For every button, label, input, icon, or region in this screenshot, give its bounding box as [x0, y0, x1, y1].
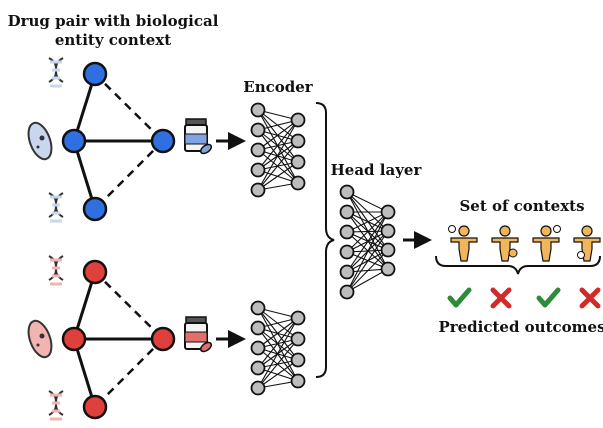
dna-icon [48, 390, 64, 421]
nn-node [250, 380, 266, 396]
nn-edge [346, 211, 389, 273]
cell-icon [27, 121, 53, 161]
graph-node [61, 128, 87, 154]
nn-node [290, 310, 306, 326]
bottom-drug-graph [27, 255, 176, 421]
person-icon [532, 225, 561, 262]
encoder-network-bottom [250, 300, 306, 396]
nn-node [290, 352, 306, 368]
context-persons [448, 225, 601, 262]
nn-edge [257, 317, 299, 349]
nn-edge [346, 268, 389, 293]
nn-node [339, 264, 355, 280]
dashed-edge [94, 271, 164, 340]
nn-edge [257, 359, 299, 389]
graph-node [150, 326, 176, 352]
cell-icon [27, 319, 53, 359]
nn-node [290, 373, 306, 389]
nn-edge [346, 211, 389, 233]
nn-node [290, 331, 306, 347]
title-line-1: Drug pair with biological [8, 12, 219, 30]
dna-icon [48, 192, 64, 223]
nn-edge [257, 161, 299, 191]
nn-node [250, 102, 266, 118]
graph-node [82, 394, 108, 420]
nn-edge [257, 119, 299, 151]
nn-node [380, 242, 396, 258]
nn-node [380, 223, 396, 239]
outcomes-label: Predicted outcomes [438, 318, 603, 336]
nn-node [250, 320, 266, 336]
graph-node [82, 259, 108, 285]
nn-edge [257, 338, 299, 389]
head-layer-label: Head layer [331, 161, 423, 179]
encoder-network-top [250, 102, 306, 198]
check-icon [536, 287, 561, 308]
nn-node [339, 184, 355, 200]
nn-node [339, 244, 355, 260]
nn-node [250, 122, 266, 138]
nn-edge [346, 249, 389, 293]
nn-edge [346, 211, 389, 293]
nn-node [250, 162, 266, 178]
nn-edge [346, 211, 389, 253]
graph-node [82, 61, 108, 87]
graph-node [61, 326, 87, 352]
graph-node [82, 196, 108, 222]
nn-node [380, 204, 396, 220]
outcome-marks [447, 287, 601, 309]
nn-node [339, 284, 355, 300]
brace [315, 102, 335, 378]
pill-bottle-icon [184, 316, 213, 353]
person-icon [448, 225, 478, 262]
nn-edge [257, 317, 299, 369]
person-icon [491, 225, 519, 262]
nn-edge [346, 191, 389, 213]
nn-node [339, 204, 355, 220]
pill-bottle-icon [184, 118, 213, 155]
nn-node [290, 175, 306, 191]
encoder-label: Encoder [243, 78, 314, 96]
nn-node [250, 182, 266, 198]
dna-icon [48, 255, 64, 286]
nn-node [339, 224, 355, 240]
nn-edge [346, 230, 389, 293]
title-line-2: entity context [55, 31, 171, 49]
nn-node [250, 340, 266, 356]
nn-edge [257, 119, 299, 171]
nn-edge [257, 140, 299, 191]
context-brace [435, 255, 601, 275]
cross-icon [579, 287, 601, 309]
dashed-edge [94, 73, 164, 142]
dashed-edge [94, 140, 164, 210]
nn-node [290, 154, 306, 170]
nn-node [250, 300, 266, 316]
graph-node [150, 128, 176, 154]
nn-node [250, 142, 266, 158]
nn-node [290, 133, 306, 149]
head-layer-network [339, 184, 396, 300]
nn-node [290, 112, 306, 128]
dna-icon [48, 57, 64, 88]
dashed-edge [94, 338, 164, 408]
person-icon [573, 225, 601, 262]
check-icon [447, 287, 472, 308]
contexts-label: Set of contexts [459, 197, 584, 215]
top-drug-graph [27, 57, 176, 223]
nn-node [250, 360, 266, 376]
nn-edge [257, 119, 299, 191]
nn-edge [257, 317, 299, 389]
cross-icon [490, 287, 512, 309]
nn-node [380, 261, 396, 277]
